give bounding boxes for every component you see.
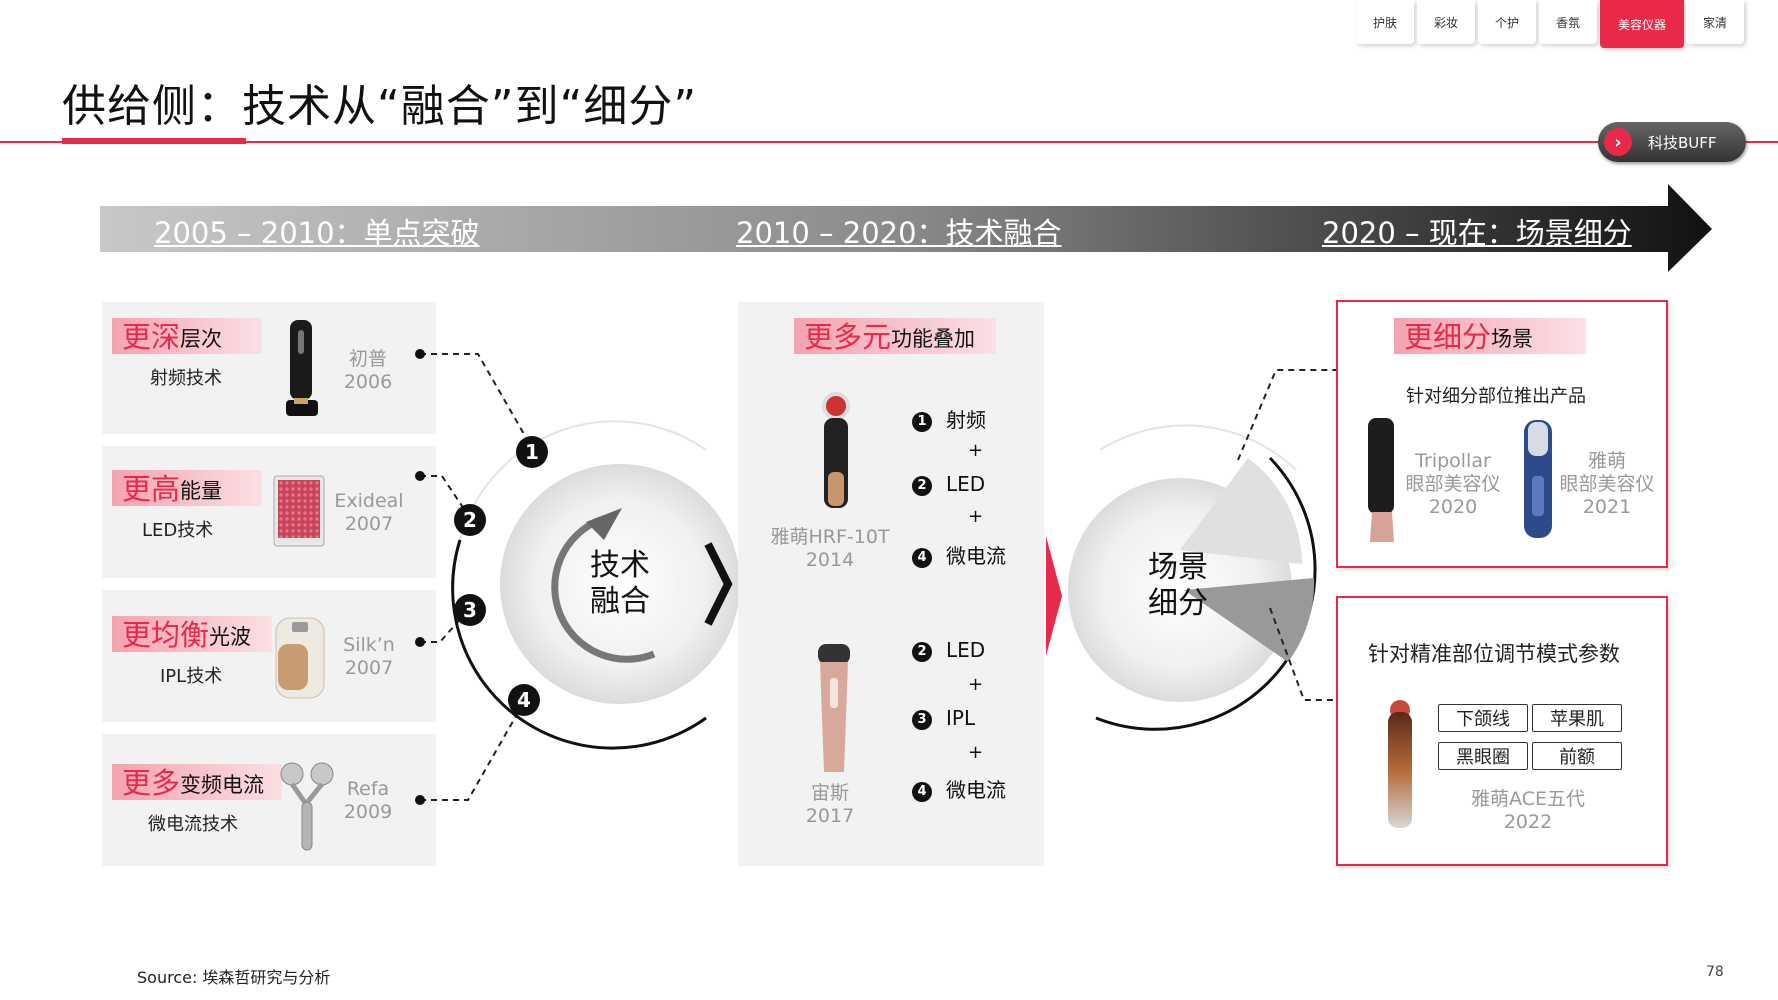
device-year: 2017 [805,805,855,827]
scenario-desc: 针对细分部位推出产品 [1406,386,1586,407]
device-name: 雅萌ACE五代 [1471,788,1585,810]
tech-card-ipl: 更均衡光波 IPL技术 Silk’n 2007 [102,590,436,722]
card-tech: 微电流技术 [148,814,238,835]
led-panel-image [273,475,325,547]
fusion-label: 技术融合 [590,548,650,619]
card-headline: 更多元功能叠加 [794,318,996,354]
tag-jawline: 下颌线 [1438,704,1528,732]
device-type: 眼部美容仪 [1559,473,1655,495]
yaman-eye-device-image [1524,420,1552,538]
device-year: 2014 [805,549,855,571]
device-name: 宙斯 [810,782,849,804]
card-headline: 更深层次 [112,318,262,354]
page-number: 78 [1706,964,1724,980]
device-brand: Tripollar [1415,450,1491,472]
device-brand: 雅萌 [1587,450,1626,472]
timeline-arrow [100,184,1712,272]
tech-card-led: 更高能量 LED技术 Exideal 2007 [102,446,436,578]
plus-sign: + [968,440,984,461]
era-label-2: 2010 – 2020：技术融合 [736,216,1062,250]
tab-beauty-devices[interactable]: 美容仪器 [1600,0,1684,48]
device-type: 眼部美容仪 [1405,473,1501,495]
card-tech: LED技术 [142,520,214,541]
zeus-device-image [818,644,850,772]
roller-device-image [280,762,334,851]
rf-device-image [286,320,318,416]
card-tech: IPL技术 [160,666,223,687]
device-name: Exideal [334,490,404,512]
chevron-right-icon: › [1604,128,1632,156]
marker-1: 1 [516,436,548,468]
segmentation-label: 场景细分 [1148,550,1208,621]
marker-2: 2 [454,504,486,536]
tab-home-cleaning[interactable]: 家清 [1686,0,1744,44]
tab-personal-care[interactable]: 个护 [1478,0,1536,44]
device-name: 雅萌HRF-10T [770,526,890,548]
device-year: 2009 [343,801,393,823]
era-label-3: 2020 – 现在：场景细分 [1322,216,1632,250]
divider-line [0,141,1778,143]
precision-box: 针对精准部位调节模式参数 下颌线 苹果肌 黑眼圈 前额 雅萌ACE五代 2022 [1336,596,1668,866]
tripollar-device-image [1368,418,1394,542]
tech-buff-badge[interactable]: › 科技BUFF [1598,122,1746,162]
tech-card-rf: 更深层次 射频技术 初普 2006 [102,302,436,434]
chevron-right-icon [704,542,733,626]
era-label-1: 2005 – 2010：单点突破 [154,216,480,250]
ipl-device-image [275,617,325,699]
tab-makeup[interactable]: 彩妆 [1417,0,1475,44]
plus-sign: + [968,506,984,527]
badge-label: 科技BUFF [1648,133,1717,152]
card-headline: 更均衡光波 [112,616,272,652]
tag-forehead: 前额 [1532,742,1622,770]
hrf10t-device-image [822,392,850,508]
plus-sign: + [968,674,984,695]
device-year: 2021 [1582,496,1632,518]
ace5-device-image [1388,700,1412,828]
precision-desc: 针对精准部位调节模式参数 [1368,642,1620,666]
card-headline: 更细分场景 [1394,318,1586,354]
device-year: 2006 [343,371,393,393]
scenario-box: 更细分场景 针对细分部位推出产品 Tripollar 眼部美容仪 2020 雅萌… [1336,300,1668,568]
device-year: 2020 [1428,496,1478,518]
tab-skincare[interactable]: 护肤 [1356,0,1414,44]
title-underline [62,138,246,144]
device-year: 2007 [344,513,394,535]
page-title: 供给侧：技术从“融合”到“细分” [62,81,698,132]
tech-card-microcurrent: 更多变频电流 微电流技术 Refa 2009 [102,734,436,866]
tab-fragrance[interactable]: 香氛 [1539,0,1597,44]
card-headline: 更高能量 [112,470,262,506]
device-year: 2007 [344,657,394,679]
source-note: Source: 埃森哲研究与分析 [137,968,331,987]
card-tech: 射频技术 [150,368,222,389]
device-name: Silk’n [343,634,395,656]
tag-cheek: 苹果肌 [1532,704,1622,732]
marker-3: 3 [454,594,486,626]
card-headline: 更多变频电流 [112,764,282,800]
device-name: 初普 [348,348,387,370]
fusion-diagram [415,349,740,805]
plus-sign: + [968,742,984,763]
segmentation-diagram [1046,365,1351,731]
marker-4: 4 [508,684,540,716]
device-year: 2022 [1503,811,1553,833]
tag-dark-circle: 黑眼圈 [1438,742,1528,770]
device-name: Refa [346,778,390,800]
